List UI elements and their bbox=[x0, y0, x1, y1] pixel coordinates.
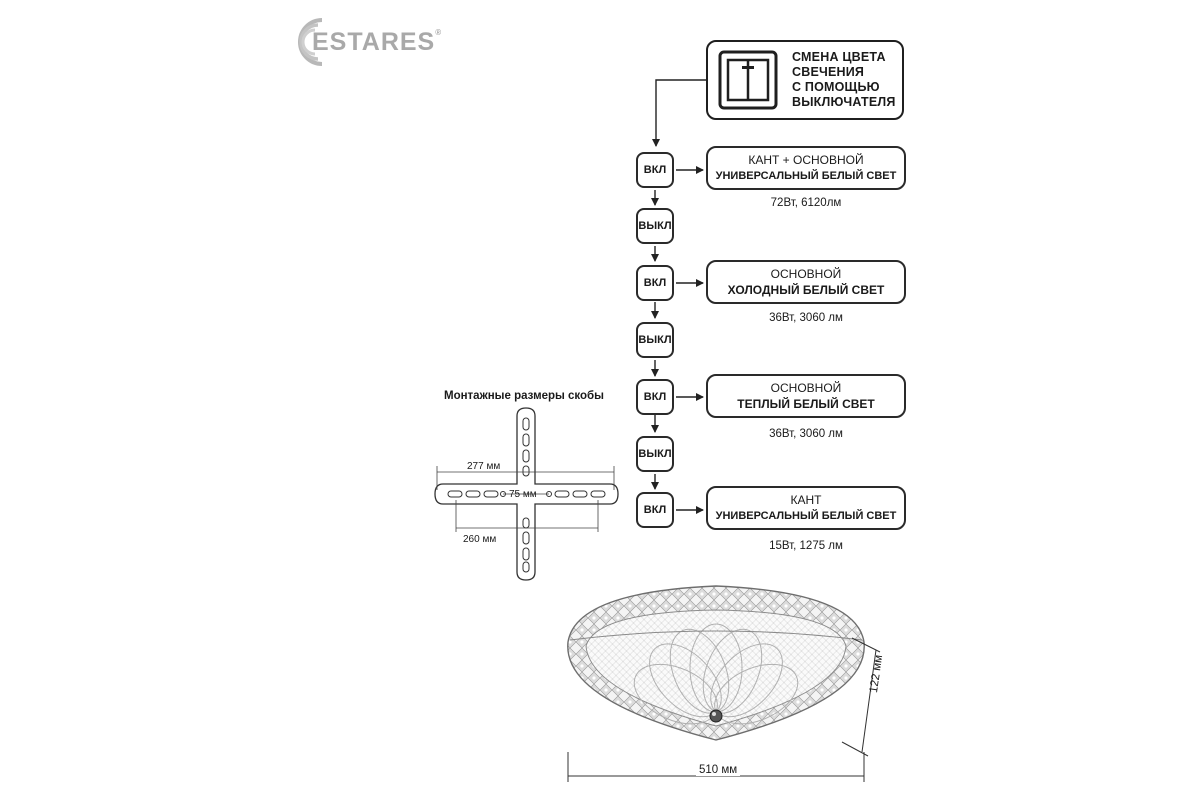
mode-4-light: УНИВЕРСАЛЬНЫЙ БЕЛЫЙ СВЕТ bbox=[715, 509, 897, 522]
estares-logo-icon bbox=[298, 18, 323, 66]
header-title: СМЕНА ЦВЕТА СВЕЧЕНИЯ С ПОМОЩЬЮ ВЫКЛЮЧАТЕ… bbox=[792, 50, 896, 109]
mode-4-spec: 15Вт, 1275 лм bbox=[769, 540, 843, 552]
mode-4-name: КАНТ bbox=[790, 492, 822, 507]
lamp-center-knob bbox=[709, 709, 723, 723]
mode-box-4: КАНТ УНИВЕРСАЛЬНЫЙ БЕЛЫЙ СВЕТ bbox=[706, 486, 906, 530]
bracket-dim-inner: 260 мм bbox=[463, 534, 497, 545]
lamp-width-label: 510 мм bbox=[696, 764, 741, 776]
mode-box-1: КАНТ + ОСНОВНОЙ УНИВЕРСАЛЬНЫЙ БЕЛЫЙ СВЕТ bbox=[706, 146, 906, 190]
mode-3-name: ОСНОВНОЙ bbox=[770, 380, 842, 395]
mode-1-light: УНИВЕРСАЛЬНЫЙ БЕЛЫЙ СВЕТ bbox=[715, 169, 897, 182]
mode-3-spec: 36Вт, 3060 лм bbox=[769, 428, 843, 440]
step-on-1: ВКЛ bbox=[636, 152, 674, 188]
mode-2-name: ОСНОВНОЙ bbox=[770, 266, 842, 281]
mode-box-3: ОСНОВНОЙ ТЕПЛЫЙ БЕЛЫЙ СВЕТ bbox=[706, 374, 906, 418]
light-switch-icon bbox=[718, 50, 778, 110]
mode-3-light: ТЕПЛЫЙ БЕЛЫЙ СВЕТ bbox=[737, 396, 875, 411]
mode-2-light: ХОЛОДНЫЙ БЕЛЫЙ СВЕТ bbox=[727, 282, 885, 297]
bracket-dim-center: 75 мм bbox=[509, 489, 537, 500]
step-on-3: ВКЛ bbox=[636, 379, 674, 415]
connector-header-to-step bbox=[652, 79, 706, 147]
lamp-shade bbox=[585, 609, 847, 727]
mode-1-spec: 72Вт, 6120лм bbox=[770, 197, 842, 209]
brand-name-text: ESTARES bbox=[312, 28, 436, 56]
mode-box-2: ОСНОВНОЙ ХОЛОДНЫЙ БЕЛЫЙ СВЕТ bbox=[706, 260, 906, 304]
brand-name: ESTARES® bbox=[312, 28, 441, 57]
step-on-4: ВКЛ bbox=[636, 492, 674, 528]
step-off-1: ВЫКЛ bbox=[636, 208, 674, 244]
registered-mark: ® bbox=[435, 28, 442, 37]
bracket-dim-outer: 277 мм bbox=[467, 461, 501, 472]
step-off-2: ВЫКЛ bbox=[636, 322, 674, 358]
bracket-title: Монтажные размеры скобы bbox=[444, 390, 604, 402]
step-off-3: ВЫКЛ bbox=[636, 436, 674, 472]
step-on-2: ВКЛ bbox=[636, 265, 674, 301]
mode-1-name: КАНТ + ОСНОВНОЙ bbox=[748, 152, 864, 167]
header-box: СМЕНА ЦВЕТА СВЕЧЕНИЯ С ПОМОЩЬЮ ВЫКЛЮЧАТЕ… bbox=[706, 40, 904, 120]
mode-2-spec: 36Вт, 3060 лм bbox=[769, 312, 843, 324]
lamp-height-dimension bbox=[861, 649, 877, 753]
